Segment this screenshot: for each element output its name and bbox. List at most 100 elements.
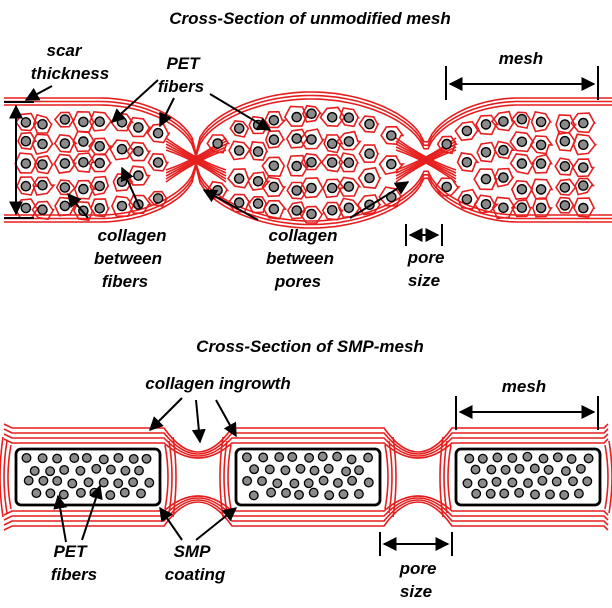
collagen-outline-top [4, 91, 612, 155]
fibers-label-top: fibers [158, 77, 204, 96]
pet-fiber [323, 463, 334, 474]
collagen-wrap [392, 436, 397, 518]
collagen-cell [126, 116, 152, 138]
pet-fiber [134, 465, 144, 476]
pet-fiber [119, 487, 130, 498]
pet-fiber [291, 133, 303, 144]
pet-fiber [291, 160, 303, 172]
pet-fiber [69, 453, 80, 463]
pet-fiber [133, 170, 144, 181]
pet-fiber [58, 489, 69, 500]
pet-fiber [94, 157, 105, 169]
collagen-outline-bottom [4, 162, 612, 226]
pet-fiber [128, 453, 139, 464]
smp-mesh-panel: Cross-Section of SMP-mesh collagen ingro… [0, 337, 612, 601]
pet-fiber [120, 465, 131, 476]
pet-fiber [498, 116, 509, 127]
pet-fiber [364, 172, 375, 184]
collagen-cell [285, 128, 309, 149]
collagen-cell [574, 177, 595, 196]
collagen-cell [53, 111, 76, 128]
pet-fiber [347, 475, 358, 486]
cbp-label-3: pores [274, 272, 321, 291]
collagen-cell [228, 140, 253, 161]
pet-fiber [133, 145, 144, 157]
collagen-cell [510, 111, 532, 130]
pet-fiber [98, 454, 109, 465]
size-label-bottom: size [400, 582, 432, 601]
pet-fiber [75, 487, 86, 498]
collagen-cell [322, 178, 346, 199]
pet-fiber [268, 134, 280, 145]
pet-fiber [318, 475, 329, 486]
pet-fiber [470, 464, 481, 475]
pet-fiber [75, 465, 86, 476]
pet-fiber [152, 157, 164, 168]
pet-fiber [582, 476, 593, 487]
smp-label: SMP [174, 542, 212, 561]
pet-fiber [306, 108, 317, 119]
collagen-cell [530, 110, 553, 133]
collagen-cell [509, 153, 535, 175]
collagen-wrap [384, 444, 389, 510]
pet-fiber [514, 487, 525, 498]
pet-fiber [507, 477, 518, 488]
collagen-cell [572, 133, 598, 156]
pet-fiber [306, 134, 317, 145]
pet-fiber [529, 463, 540, 474]
pet-fiber [464, 453, 475, 464]
pet-fiber [523, 478, 533, 489]
pet-fiber [52, 475, 63, 486]
pet-fiber [559, 135, 571, 147]
collagen-cell [555, 130, 577, 152]
ingrowth-pointer-3 [215, 399, 237, 438]
collagen-cell [530, 178, 554, 200]
pet-fiber [477, 478, 488, 489]
pet-fiber [152, 127, 164, 139]
pet-fiber [343, 181, 355, 192]
pet-fiber [20, 117, 32, 128]
pet-fiber [59, 138, 71, 149]
collagen-cell [206, 134, 231, 154]
pet-fiber [354, 465, 364, 476]
pet-fiber [516, 113, 528, 125]
collagen-cell [473, 194, 500, 214]
pet-fiber [353, 489, 364, 499]
pore-collagen-cross [165, 146, 227, 180]
collagen-cell [88, 153, 113, 173]
collagen-cell [323, 134, 344, 154]
collagen-cell [73, 179, 97, 200]
pet-fiber [363, 452, 374, 463]
pet-fiber [303, 478, 314, 489]
pet-pointer-1 [110, 79, 159, 123]
title-smp-mesh: Cross-Section of SMP-mesh [196, 337, 424, 356]
collagen-layer-top [3, 438, 609, 459]
pet-fiber [20, 202, 32, 214]
cbf-pointer-2 [120, 166, 141, 209]
collagen-cell [226, 168, 252, 189]
pet-fiber [461, 193, 473, 205]
collagen-cell [53, 133, 78, 153]
pet-fiber [343, 157, 355, 168]
pet-fiber [258, 452, 269, 463]
collagen-cell [493, 167, 515, 188]
pet-fiber [59, 114, 71, 125]
collagen-layer-top [3, 423, 609, 453]
cbf-label-3: fibers [102, 272, 148, 291]
pet-fiber [252, 198, 264, 209]
pet-fiber [578, 202, 589, 214]
collagen-cell [126, 141, 152, 162]
collagen-cell [531, 198, 553, 218]
pet-fiber [31, 488, 42, 499]
pet-fiber [309, 465, 320, 476]
pet-fiber [242, 475, 253, 486]
collagen-cell [229, 120, 250, 138]
pet-fiber [471, 488, 482, 499]
cbp-pointer-2 [349, 181, 410, 219]
pet-fiber [21, 452, 32, 463]
collagen-cell [358, 144, 380, 164]
pet-fiber [578, 117, 589, 129]
pet-fiber [441, 138, 453, 150]
collagen-cell [509, 131, 535, 153]
